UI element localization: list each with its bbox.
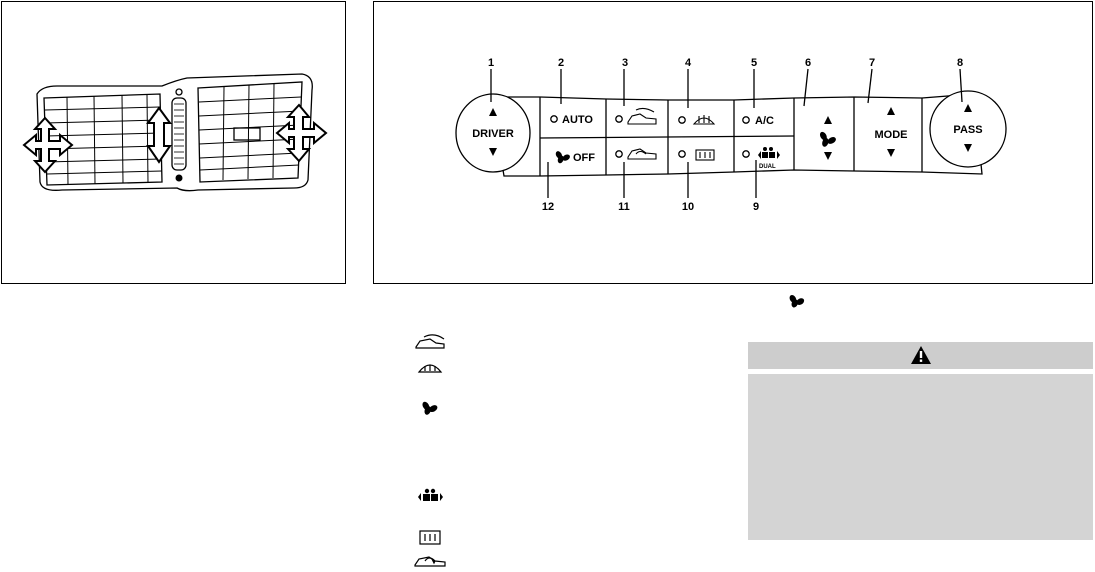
dual-zone-panel-icon [758,147,780,159]
fan-off-icon [555,151,570,164]
warning-triangle-icon [911,346,931,364]
callout-3: 3 [622,57,628,69]
vent-illustration-frame [1,1,346,284]
recirculate-icon [410,549,450,569]
front-defrost-panel-icon [692,115,716,125]
callout-11: 11 [618,201,630,213]
mode-button-label: MODE [875,129,908,141]
fan-speed-icon [819,131,836,147]
recirculate-car-icon [627,148,657,160]
callout-5: 5 [751,57,757,69]
ac-button-label: A/C [755,115,774,127]
fan-icon [410,397,450,417]
dual-button-label: DUAL [759,164,776,170]
fan-off-button-label: OFF [573,152,595,164]
driver-knob-label: DRIVER [472,128,514,140]
fresh-air-car-icon [627,107,657,125]
pass-knob-label: PASS [953,124,982,136]
warning-header [748,342,1093,369]
callout-8: 8 [957,57,963,69]
warning-body [748,374,1093,540]
air-vent-illustration [22,73,328,192]
callout-9: 9 [753,201,759,213]
callout-12: 12 [542,201,554,213]
callout-7: 7 [869,57,875,69]
fan-icon [787,291,807,309]
dual-zone-icon [410,485,450,505]
callout-4: 4 [685,57,692,69]
rear-defrost-panel-icon [695,149,715,161]
rear-defrost-icon [410,527,450,547]
control-panel-frame: 1 2 3 4 5 6 7 8 9 10 11 12 DRIVER PASS A… [373,1,1093,284]
fresh-air-icon [410,332,450,352]
auto-button-label: AUTO [562,114,593,126]
callout-1: 1 [488,57,494,69]
callout-6: 6 [805,57,811,69]
callout-10: 10 [682,201,694,213]
callout-2: 2 [558,57,564,69]
front-defrost-icon [410,357,450,377]
control-panel-illustration: 1 2 3 4 5 6 7 8 9 10 11 12 DRIVER PASS A… [455,57,1007,213]
